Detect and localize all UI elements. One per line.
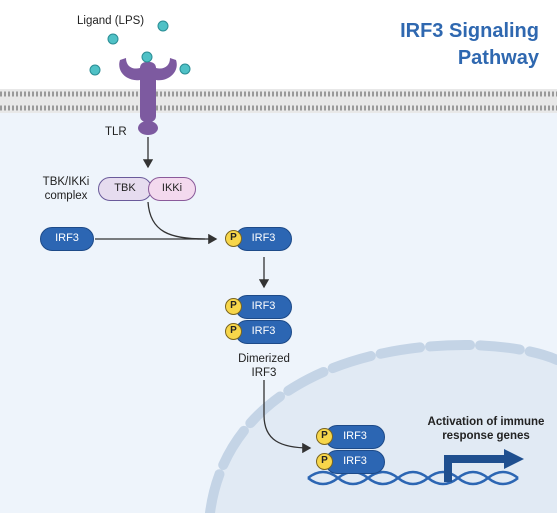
dimerized-label-line-2: IRF3 [251, 367, 277, 379]
irf3-dimer-bottom: IRF3 [235, 320, 292, 344]
title-line-2: Pathway [457, 47, 539, 69]
tbk-protein: TBK [98, 177, 152, 201]
phosphate-badge: P [225, 230, 242, 247]
ligand-dot-icon [89, 20, 191, 76]
phosphate-badge: P [316, 428, 333, 445]
title-line-1: IRF3 Signaling [400, 20, 539, 42]
receptor-icon [119, 58, 177, 135]
tlr-label: TLR [105, 126, 127, 138]
membrane-icon [0, 89, 557, 113]
phosphate-badge: P [316, 453, 333, 470]
gene-arrow-icon [444, 449, 524, 482]
arrow-dimer-to-nucleus [263, 380, 312, 454]
activation-label-line-1: Activation of immune [427, 416, 545, 428]
dna-icon [307, 470, 519, 486]
nuclear-envelope [205, 339, 557, 513]
dimerized-label: Dimerized IRF3 [226, 352, 302, 380]
phosphate-badge: P [225, 323, 242, 340]
tbk-complex-label-line-1: TBK/IKKi [42, 176, 90, 188]
arrow-complex-to-irf3 [147, 201, 206, 240]
phosphate-badge: P [225, 298, 242, 315]
irf3-phosphorylated: IRF3 [235, 227, 292, 251]
irf3-nuclear-bottom: IRF3 [325, 450, 385, 474]
tbk-complex-label-line-2: complex [44, 190, 88, 202]
activation-label: Activation of immune response genes [418, 415, 554, 443]
ikki-protein: IKKi [148, 177, 196, 201]
activation-label-line-2: response genes [442, 430, 530, 442]
tbk-complex-label: TBK/IKKi complex [30, 175, 102, 203]
irf3-nuclear-top: IRF3 [325, 425, 385, 449]
irf3-inactive: IRF3 [40, 227, 94, 251]
irf3-dimer-top: IRF3 [235, 295, 292, 319]
dimerized-label-line-1: Dimerized [238, 353, 290, 365]
ligand-label: Ligand (LPS) [77, 15, 145, 27]
diagram-title: IRF3 Signaling Pathway [319, 18, 539, 72]
